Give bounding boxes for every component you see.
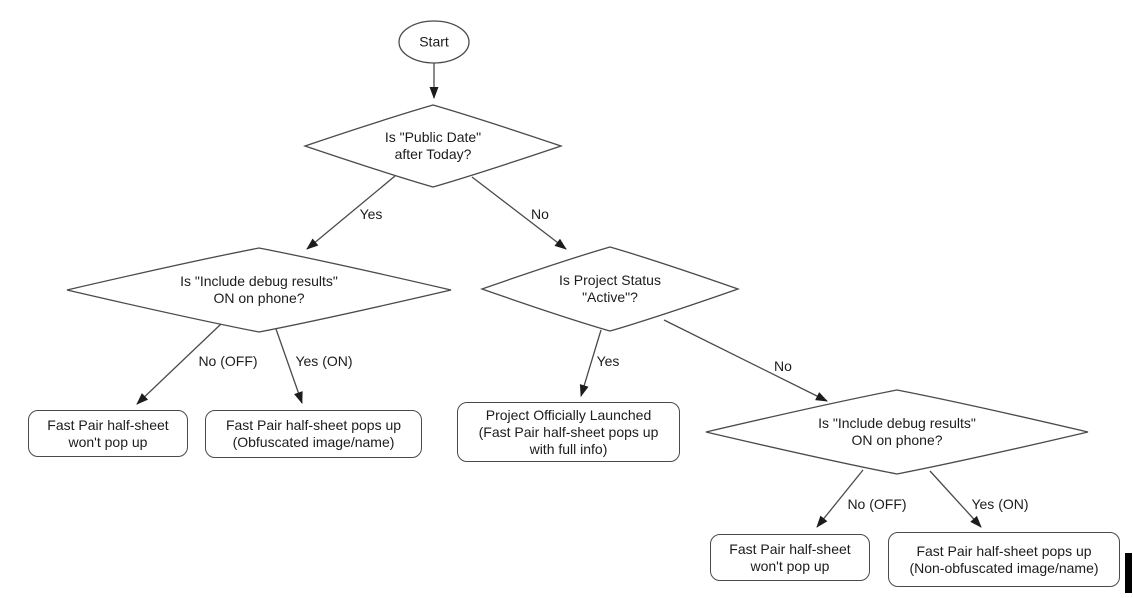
edge-label-public-date-yes: Yes xyxy=(359,206,383,222)
edge-debug-left-no-off xyxy=(136,323,222,405)
edge-label-project-status-yes: Yes xyxy=(596,353,620,369)
edge-public-date-no xyxy=(471,176,567,250)
edge-label-debug-left-no-off: No (OFF) xyxy=(198,353,258,369)
edge-label-debug-right-no-off: No (OFF) xyxy=(847,496,907,512)
start-node-label: Start xyxy=(419,33,449,50)
decision-project-status-label: Is Project Status "Active"? xyxy=(559,272,661,305)
edge-label-debug-left-yes-on: Yes (ON) xyxy=(295,353,353,369)
decision-debug-right-shape xyxy=(705,389,1089,475)
decision-debug-right-label: Is "Include debug results" ON on phone? xyxy=(818,415,976,448)
result-box-non-obfuscated: Fast Pair half-sheet pops up (Non-obfusc… xyxy=(888,532,1120,587)
decision-public-date-shape xyxy=(302,104,564,188)
start-node-shape xyxy=(398,20,470,64)
result-box-launched: Project Officially Launched (Fast Pair h… xyxy=(457,402,680,462)
edge-label-project-status-no: No xyxy=(774,358,792,374)
result-box-wont-popup-right: Fast Pair half-sheet won't pop up xyxy=(710,534,870,581)
decision-public-date-label: Is "Public Date" after Today? xyxy=(384,129,482,162)
result-box-obfuscated: Fast Pair half-sheet pops up (Obfuscated… xyxy=(205,410,422,458)
edge-label-public-date-no: No xyxy=(531,206,549,222)
edge-debug-right-yes-on xyxy=(929,470,982,528)
edge-public-date-yes xyxy=(306,175,396,250)
decision-debug-left-shape xyxy=(66,247,452,333)
edge-project-status-no xyxy=(663,319,828,402)
edge-debug-left-yes-on xyxy=(275,328,303,404)
edge-project-status-yes xyxy=(579,329,602,397)
edge-debug-right-no-off xyxy=(816,469,864,528)
result-box-wont-popup-left: Fast Pair half-sheet won't pop up xyxy=(28,410,188,457)
decision-debug-left-label: Is "Include debug results" ON on phone? xyxy=(180,273,338,306)
text-caret xyxy=(1125,553,1132,593)
edge-label-debug-right-yes-on: Yes (ON) xyxy=(971,496,1029,512)
decision-project-status-shape xyxy=(480,246,740,332)
